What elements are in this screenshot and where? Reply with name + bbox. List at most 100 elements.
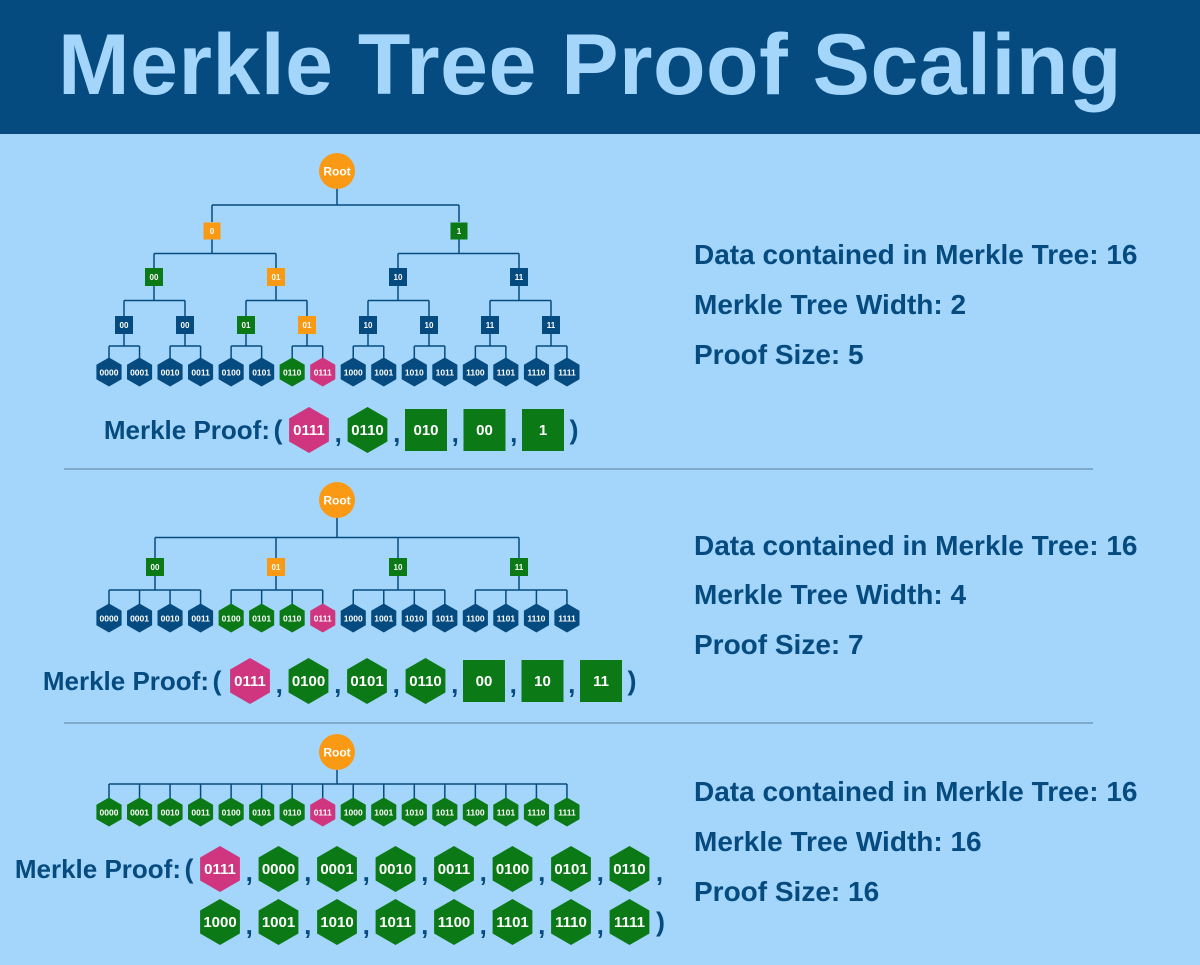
- proof-hash-1011: 1011: [375, 899, 416, 945]
- proof-hash-1111: 1111: [609, 899, 650, 945]
- hexagon-shape: [157, 603, 183, 633]
- proof-hash-0110: 0110: [405, 658, 446, 704]
- leaf-1100: 1100: [462, 357, 488, 387]
- node-label: 1100: [466, 614, 485, 624]
- comma-separator: ,: [421, 910, 428, 940]
- close-paren: ): [656, 907, 665, 937]
- node-label: 0100: [222, 614, 241, 624]
- square-shape: [359, 316, 377, 334]
- node-label: 1110: [527, 368, 545, 378]
- square-shape: [298, 316, 316, 334]
- node-label: 10: [394, 563, 403, 572]
- node-label: 0011: [191, 614, 210, 624]
- node-label: 0010: [379, 861, 412, 878]
- proof-hash-0110: 0110: [347, 407, 388, 453]
- hexagon-shape: [401, 357, 427, 387]
- data-count-text: Data contained in Merkle Tree: 16: [694, 776, 1138, 807]
- leaf-0100: 0100: [218, 797, 244, 827]
- leaf-0001: 0001: [127, 797, 153, 827]
- node-label: 1: [457, 227, 462, 236]
- leaf-1010: 1010: [401, 603, 427, 633]
- hexagon-shape: [375, 846, 416, 892]
- hexagon-shape: [492, 899, 533, 945]
- square-shape: [420, 316, 438, 334]
- node-label: 010: [413, 422, 438, 439]
- merkle-proof-label: Merkle Proof:: [43, 666, 209, 696]
- node-label: 00: [151, 563, 160, 572]
- node-label: 1101: [497, 808, 516, 818]
- node-label: 01: [242, 321, 251, 330]
- hexagon-shape: [157, 357, 183, 387]
- hexagon-shape: [218, 603, 244, 633]
- hexagon-shape: [188, 603, 214, 633]
- node-label: 10: [425, 321, 434, 330]
- tree-connector: [474, 575, 568, 605]
- proof-hash-0101: 0101: [347, 658, 387, 704]
- square-shape: [267, 558, 285, 576]
- hexagon-shape: [371, 357, 397, 387]
- node-label: 0111: [314, 614, 332, 624]
- level2-node-11: 11: [510, 268, 528, 286]
- hexagon-shape: [340, 357, 366, 387]
- level3-node-10: 10: [420, 316, 438, 334]
- node-label: Root: [323, 746, 350, 760]
- level1-node-01: 01: [267, 558, 285, 576]
- level1-node-10: 10: [389, 558, 407, 576]
- node-label: 1111: [614, 914, 645, 931]
- square-shape: [405, 409, 447, 451]
- hexagon-shape: [310, 797, 336, 827]
- level1-node-0: 0: [203, 222, 221, 240]
- open-paren: (: [274, 415, 283, 445]
- node-label: Root: [323, 165, 350, 179]
- level2-node-01: 01: [267, 268, 285, 286]
- hexagon-shape: [200, 899, 240, 945]
- circle-shape: [319, 482, 355, 518]
- node-label: 1100: [466, 368, 485, 378]
- leaf-0011: 0011: [188, 797, 214, 827]
- tree-connector: [123, 285, 186, 316]
- node-label: 00: [120, 321, 129, 330]
- root-node: Root: [319, 482, 355, 518]
- hexagon-shape: [157, 797, 183, 827]
- node-label: 1010: [405, 808, 424, 818]
- tree-connector: [367, 285, 430, 316]
- leaf-1010: 1010: [401, 797, 427, 827]
- hexagon-shape: [188, 357, 214, 387]
- tree-connector: [169, 333, 202, 359]
- hexagon-shape: [127, 797, 153, 827]
- comma-separator: ,: [363, 857, 370, 887]
- node-label: 0111: [293, 422, 325, 439]
- leaf-0100: 0100: [218, 357, 244, 387]
- leaf-0000: 0000: [96, 357, 122, 387]
- hexagon-shape: [371, 797, 397, 827]
- level1-node-11: 11: [510, 558, 528, 576]
- comma-separator: ,: [480, 857, 487, 887]
- node-label: Root: [323, 494, 350, 508]
- node-label: 1000: [203, 914, 236, 931]
- leaf-0010: 0010: [157, 797, 183, 827]
- leaf-1101: 1101: [493, 603, 519, 633]
- hexagon-shape: [96, 603, 122, 633]
- node-label: 0000: [100, 368, 119, 378]
- hexagon-shape: [432, 603, 458, 633]
- node-label: 1011: [436, 614, 455, 624]
- comma-separator: ,: [393, 418, 400, 448]
- proof-hash-1010: 1010: [317, 899, 357, 945]
- hexagon-shape: [249, 603, 275, 633]
- proof-hash-1000: 1000: [200, 899, 240, 945]
- square-shape: [145, 268, 163, 286]
- node-label: 0110: [613, 861, 646, 878]
- close-paren: ): [570, 415, 579, 445]
- node-label: 1011: [436, 808, 455, 818]
- data-count-text: Data contained in Merkle Tree: 16: [694, 239, 1138, 270]
- node-label: 1010: [320, 914, 353, 931]
- hexagon-shape: [493, 797, 519, 827]
- hexagon-shape: [289, 407, 329, 453]
- hexagon-shape: [554, 357, 580, 387]
- node-label: 10: [394, 273, 403, 282]
- hexagon-shape: [230, 658, 270, 704]
- hexagon-shape: [310, 357, 336, 387]
- comma-separator: ,: [480, 910, 487, 940]
- hexagon-shape: [609, 899, 650, 945]
